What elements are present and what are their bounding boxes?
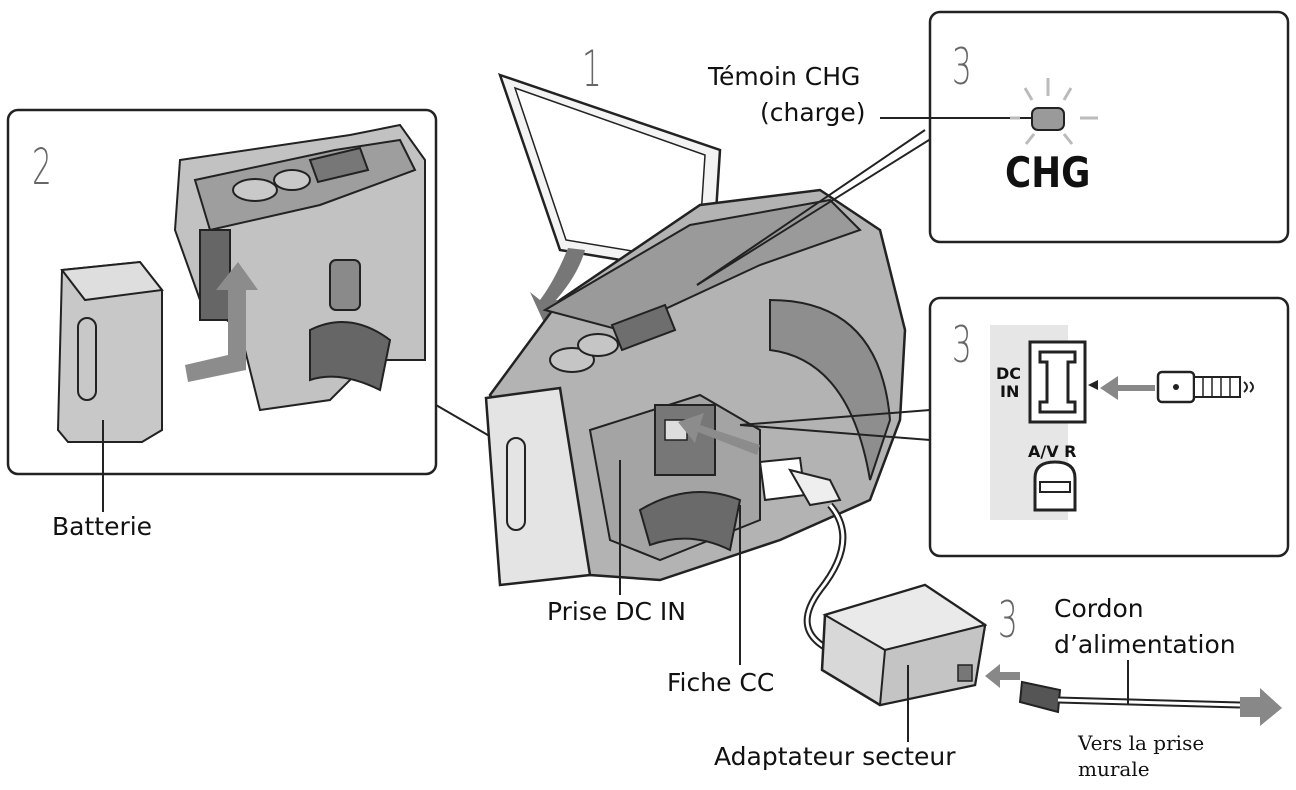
step-number: 3 <box>952 316 972 374</box>
step-number: 3 <box>998 591 1018 649</box>
chg-indicator-label: Témoin CHG <box>708 62 861 91</box>
dc-in-port-label: IN <box>1000 382 1020 401</box>
dc-in-port-label: DC <box>996 364 1022 383</box>
power-cord-label: Cordon <box>1054 594 1144 623</box>
step-number: 1 <box>582 40 602 98</box>
battery-label: Batterie <box>52 512 153 541</box>
led-panel <box>880 10 1290 244</box>
power-cord-sublabel: d’alimentation <box>1054 630 1236 659</box>
chg-led-label: CHG <box>1005 148 1091 197</box>
dc-plug-label: Fiche CC <box>667 668 775 697</box>
step-number: 3 <box>952 38 972 96</box>
step-number: 2 <box>32 138 52 196</box>
ac-adapter-label: Adaptateur secteur <box>714 742 956 771</box>
camcorder-main <box>484 72 946 665</box>
wall-outlet-sublabel: murale <box>1078 757 1150 781</box>
port-panel <box>928 296 1290 558</box>
dc-in-jack-label: Prise DC IN <box>547 597 686 626</box>
wall-outlet-label: Vers la prise <box>1078 731 1205 755</box>
av-port-label: A/V R <box>1028 442 1077 461</box>
ac-adapter <box>803 502 1282 742</box>
chg-indicator-sublabel: (charge) <box>760 98 866 127</box>
battery-panel <box>6 108 506 512</box>
